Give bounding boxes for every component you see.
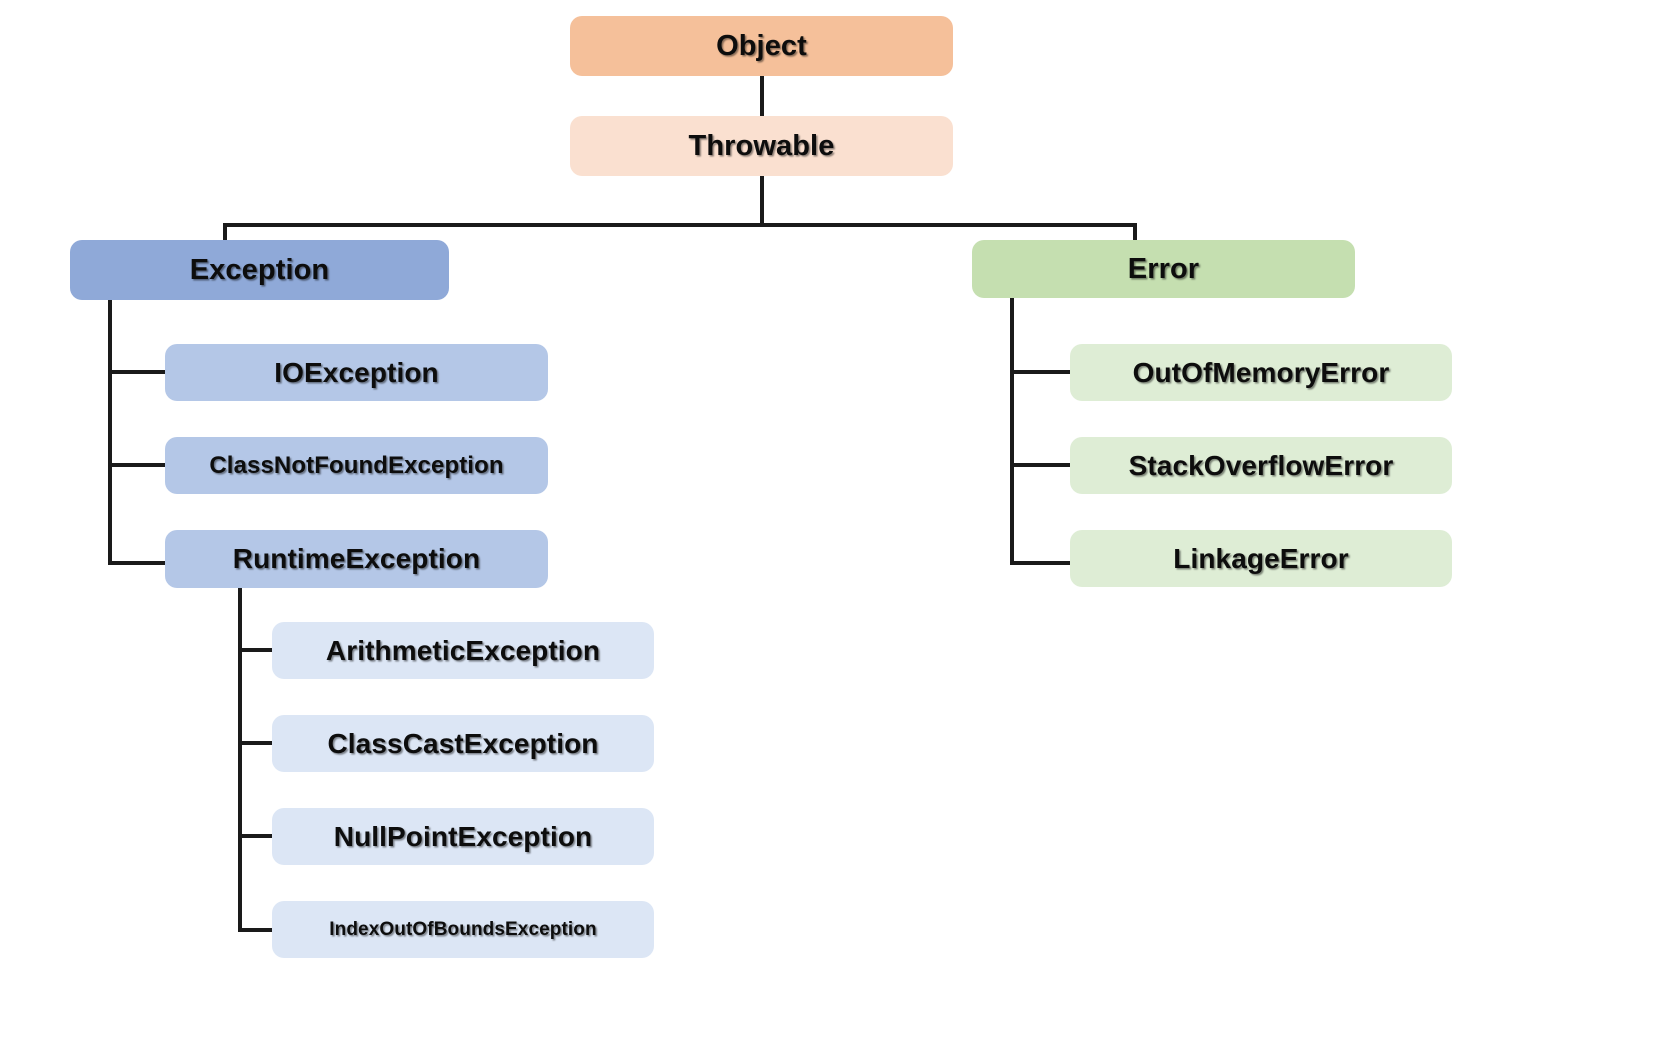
node-linkage-error[interactable]: LinkageError bbox=[1070, 530, 1452, 587]
node-error[interactable]: Error bbox=[972, 240, 1355, 298]
node-class-not-found-exception[interactable]: ClassNotFoundException bbox=[165, 437, 548, 494]
node-runtime-exception[interactable]: RuntimeException bbox=[165, 530, 548, 588]
node-io-exception[interactable]: IOException bbox=[165, 344, 548, 401]
node-exception[interactable]: Exception bbox=[70, 240, 449, 300]
node-stack-overflow-error[interactable]: StackOverflowError bbox=[1070, 437, 1452, 494]
node-arithmetic-exception[interactable]: ArithmeticException bbox=[272, 622, 654, 679]
node-object[interactable]: Object bbox=[570, 16, 953, 76]
node-throwable[interactable]: Throwable bbox=[570, 116, 953, 176]
node-index-out-of-bounds-exception[interactable]: IndexOutOfBoundsException bbox=[272, 901, 654, 958]
node-null-point-exception[interactable]: NullPointException bbox=[272, 808, 654, 865]
node-out-of-memory-error[interactable]: OutOfMemoryError bbox=[1070, 344, 1452, 401]
node-class-cast-exception[interactable]: ClassCastException bbox=[272, 715, 654, 772]
